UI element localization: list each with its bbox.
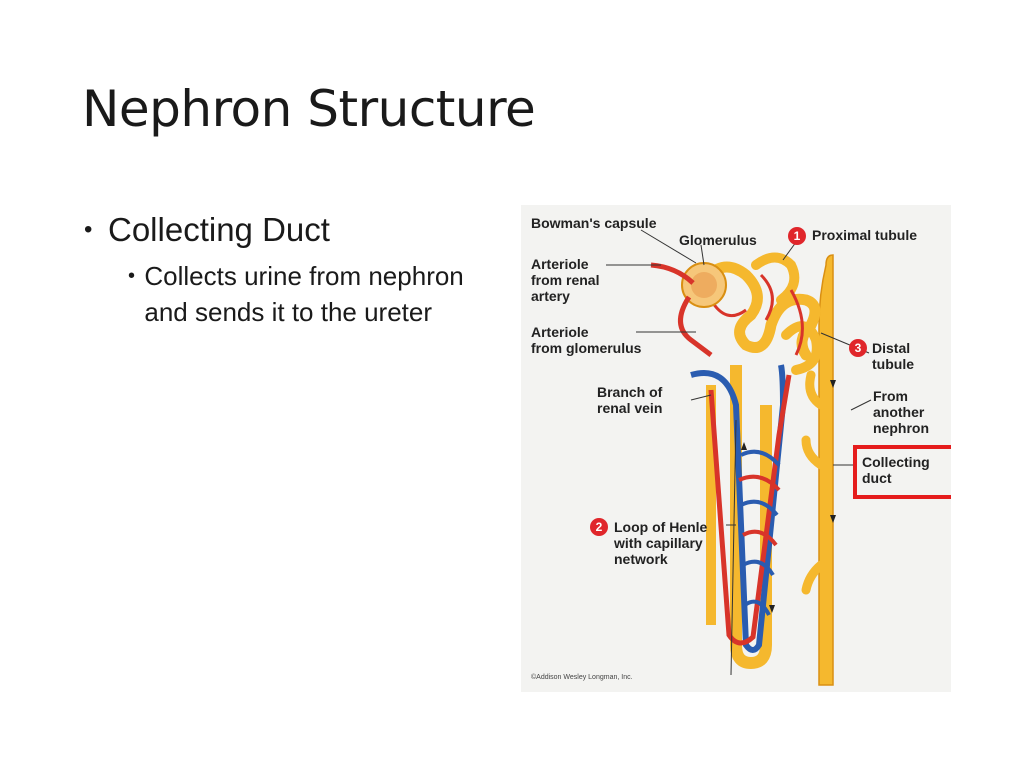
label-henle-1: Loop of Henle	[614, 519, 708, 535]
bullet-icon: •	[128, 265, 136, 287]
collecting-duct-shape	[801, 254, 834, 686]
convoluted-tubules	[695, 252, 822, 375]
label-from-another-1: From	[873, 388, 908, 404]
label-henle-2: with capillary	[613, 535, 703, 551]
label-copyright: ©Addison Wesley Longman, Inc.	[531, 673, 633, 681]
label-collecting-2: duct	[862, 470, 892, 486]
label-arteriole-renal-3: artery	[531, 288, 570, 304]
label-from-another-2: another	[873, 404, 925, 420]
svg-text:1: 1	[794, 229, 801, 243]
sub-bullet-text: Collects urine from nephron and sends it…	[144, 261, 464, 327]
bullet-item: • Collecting Duct	[84, 210, 504, 250]
bullet-text: Collecting Duct	[108, 211, 330, 248]
bowmans-capsule-shape	[650, 262, 727, 357]
loop-of-henle-shape	[706, 365, 772, 670]
number-badge-2: 2	[590, 518, 608, 536]
label-renal-vein-2: renal vein	[597, 400, 662, 416]
sub-bullet-item: • Collects urine from nephron and sends …	[128, 258, 504, 330]
svg-text:3: 3	[855, 341, 862, 355]
capillary-network	[690, 364, 792, 653]
nephron-illustration: 1 3 2 Bowman's capsule Glomerulus Proxim…	[531, 215, 951, 686]
label-henle-3: network	[614, 551, 668, 567]
label-arteriole-renal-1: Arteriole	[531, 256, 589, 272]
flow-arrows	[741, 380, 836, 613]
label-glomerulus: Glomerulus	[679, 232, 757, 248]
leader-lines	[606, 229, 872, 676]
label-from-another-3: nephron	[873, 420, 929, 436]
bullet-icon: •	[84, 216, 93, 243]
collecting-duct-highlight-box	[853, 445, 951, 499]
svg-text:2: 2	[596, 520, 603, 534]
nephron-diagram: 1 3 2 Bowman's capsule Glomerulus Proxim…	[521, 205, 951, 692]
label-proximal-tubule: Proximal tubule	[812, 227, 917, 243]
label-bowmans-capsule: Bowman's capsule	[531, 215, 657, 231]
label-distal-1: Distal	[872, 340, 910, 356]
label-renal-vein-1: Branch of	[597, 384, 663, 400]
number-badge-3: 3	[849, 339, 867, 357]
label-arteriole-glom-1: Arteriole	[531, 324, 589, 340]
slide-title: Nephron Structure	[82, 80, 536, 138]
bullet-list: • Collecting Duct • Collects urine from …	[84, 210, 504, 330]
number-badge-1: 1	[788, 227, 806, 245]
label-distal-2: tubule	[872, 356, 914, 372]
label-arteriole-glom-2: from glomerulus	[531, 340, 642, 356]
label-collecting-1: Collecting	[862, 454, 930, 470]
label-arteriole-renal-2: from renal	[531, 272, 599, 288]
